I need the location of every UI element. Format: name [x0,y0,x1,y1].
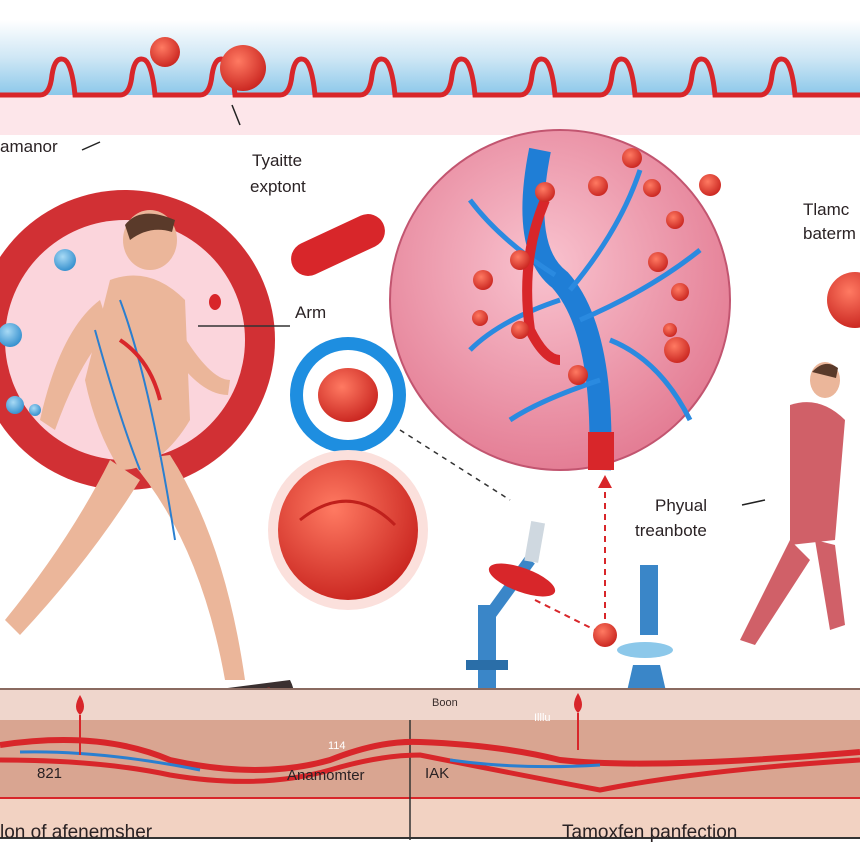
label-amanor: amanor [0,137,58,156]
red-blood-cell [220,45,266,91]
label-arm: Arm [295,303,327,322]
label-exptont: exptont [250,177,306,196]
caption-right: Tamoxfen panfection [562,822,738,843]
label-tlamc: Tlamc [803,200,850,219]
label-821: 821 [37,765,63,782]
caption-left: lon of afenemsher [0,822,153,843]
red-blood-cell [150,37,180,67]
capsule [291,214,385,276]
large-red-cell [268,450,428,610]
label-anamomter: Anamomter [287,767,365,784]
label-iak: IAK [425,765,450,782]
vascular-tissue-disc [389,129,731,471]
microscope-icon [617,565,673,700]
label-tyaitte: Tyaitte [252,151,303,170]
label-treanbote: treanbote [635,521,707,540]
label-boon: Boon [432,697,458,709]
label-baterm: baterm [803,224,856,243]
blood-drop-icon [574,693,582,713]
vessel-strip [0,688,860,840]
lab-instrument [466,521,556,690]
label-phyual: Phyual [655,496,707,515]
label-114: 114 [328,740,346,752]
runner-figure-right [740,362,845,645]
blood-drop-icon [76,695,84,715]
vessel-wave-band [0,20,860,151]
pill [827,272,860,328]
arrow-icon [231,104,241,126]
blue-cell-highlight [290,337,406,453]
arrow-up-icon [598,475,612,488]
label-illlu: Illlu [534,712,551,724]
